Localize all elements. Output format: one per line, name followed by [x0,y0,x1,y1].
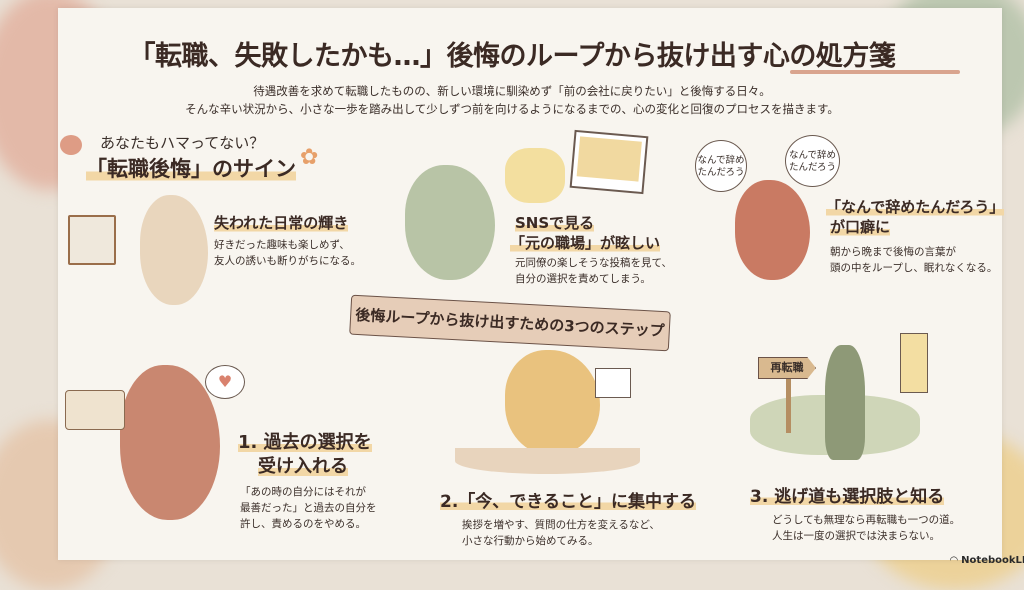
sign-title: SNSで見る [515,212,595,233]
building-illustration [505,148,565,203]
photo-illustration [569,129,649,195]
woman-hugging-illustration [120,365,220,520]
sign-title: が口癖に [830,216,891,237]
step-body: 「あの時の自分にはそれが [240,486,366,498]
open-door-illustration [900,333,928,393]
calendar-icon [595,368,631,398]
notebooklm-watermark: ◠ NotebookLM [950,555,1024,566]
title-underline [790,70,960,74]
sign-body: 好きだった趣味も楽しめず、 [214,239,350,251]
signpost: 再転職 [758,357,816,379]
book-illustration [65,390,125,430]
step-body: 許し、責めるのをやめる。 [240,518,366,530]
signs-heading: 「転職後悔」のサイン [86,153,296,183]
notebooklm-logo-icon: ◠ [950,555,962,566]
step-title: 3. 逃げ道も選択肢と知る [750,482,945,507]
woman-watering-plant-illustration [505,350,600,455]
signs-kicker: あなたもハマってない？ [100,134,265,152]
heart-icon: ♥ [205,365,245,399]
step-title: 1. 過去の選択を [238,428,372,454]
table-illustration [455,448,640,474]
signpost-pole [786,378,791,433]
step-title: 2.「今、できること」に集中する [440,487,696,512]
sign-title: 「なんで辞めたんだろう」 [826,196,1005,217]
woman-illustration [140,195,208,305]
woman-walking-illustration [825,345,865,460]
flower-icon: ✿ [300,145,319,170]
sign-body: 友人の誘いも断りがちになる。 [214,255,361,267]
sign-body: 朝から晩まで後悔の言葉が [830,246,956,258]
step-body: 小さな行動から始めてみる。 [462,535,599,547]
step-title: 受け入れる [258,452,348,478]
subtitle-line: そんな辛い状況から、小さな一歩を踏み出して少しずつ前を向けるようになるまでの、心… [185,102,839,116]
woman-worried-illustration [735,180,810,280]
woman-phone-illustration [405,165,495,280]
thought-bubble: なんで辞めたんだろう [785,135,840,187]
sign-body: 元同僚の楽しそうな投稿を見て、 [515,257,672,269]
step-body: どうしても無理なら再転職も一つの道。 [772,514,961,526]
sign-body: 頭の中をループし、眠れなくなる。 [830,262,998,274]
sign-title: 失われた日常の輝き [214,212,349,233]
thought-bubble: なんで辞めたんだろう [695,140,747,192]
easel-illustration [68,215,116,265]
sign-body: 自分の選択を責めてしまう。 [515,273,651,285]
step-body: 挨拶を増やす、質問の仕方を変えるなど、 [462,519,660,531]
step-body: 人生は一度の選択では決まらない。 [772,530,940,542]
sign-title: 「元の職場」が眩しい [510,232,661,253]
page-title: 「転職、失敗したかも…」後悔のループから抜け出す心の処方箋 [128,41,896,72]
step-body: 最善だった」と過去の自分を [240,502,377,514]
subtitle-line: 待遇改善を求めて転職したものの、新しい環境に馴染めず「前の会社に戻りたい」と後悔… [253,84,771,98]
flower-icon [60,135,82,155]
